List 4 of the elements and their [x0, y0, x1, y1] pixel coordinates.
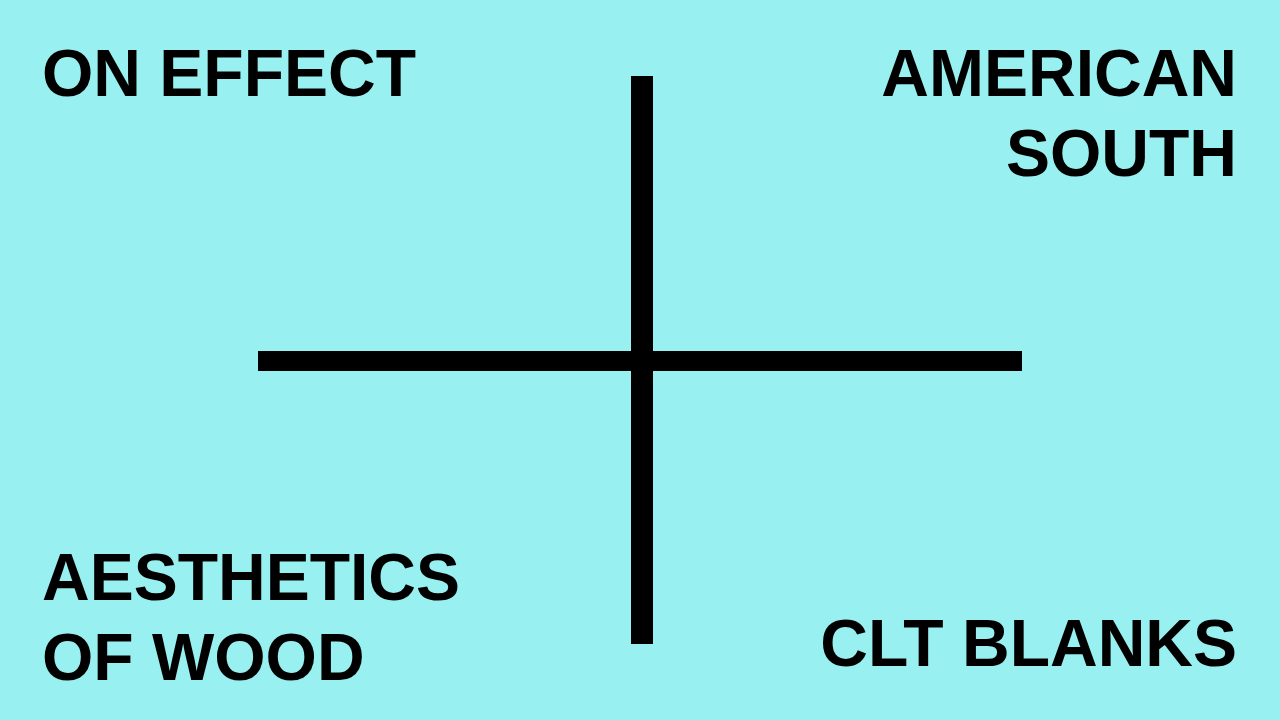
quadrant-label: AESTHETICS OF WOOD — [42, 539, 462, 696]
quadrant-label: CLT BLANKS — [820, 605, 1237, 682]
quadrant-label: AMERICAN SOUTH — [880, 35, 1237, 192]
quadrant-label: ON EFFECT — [42, 35, 416, 112]
